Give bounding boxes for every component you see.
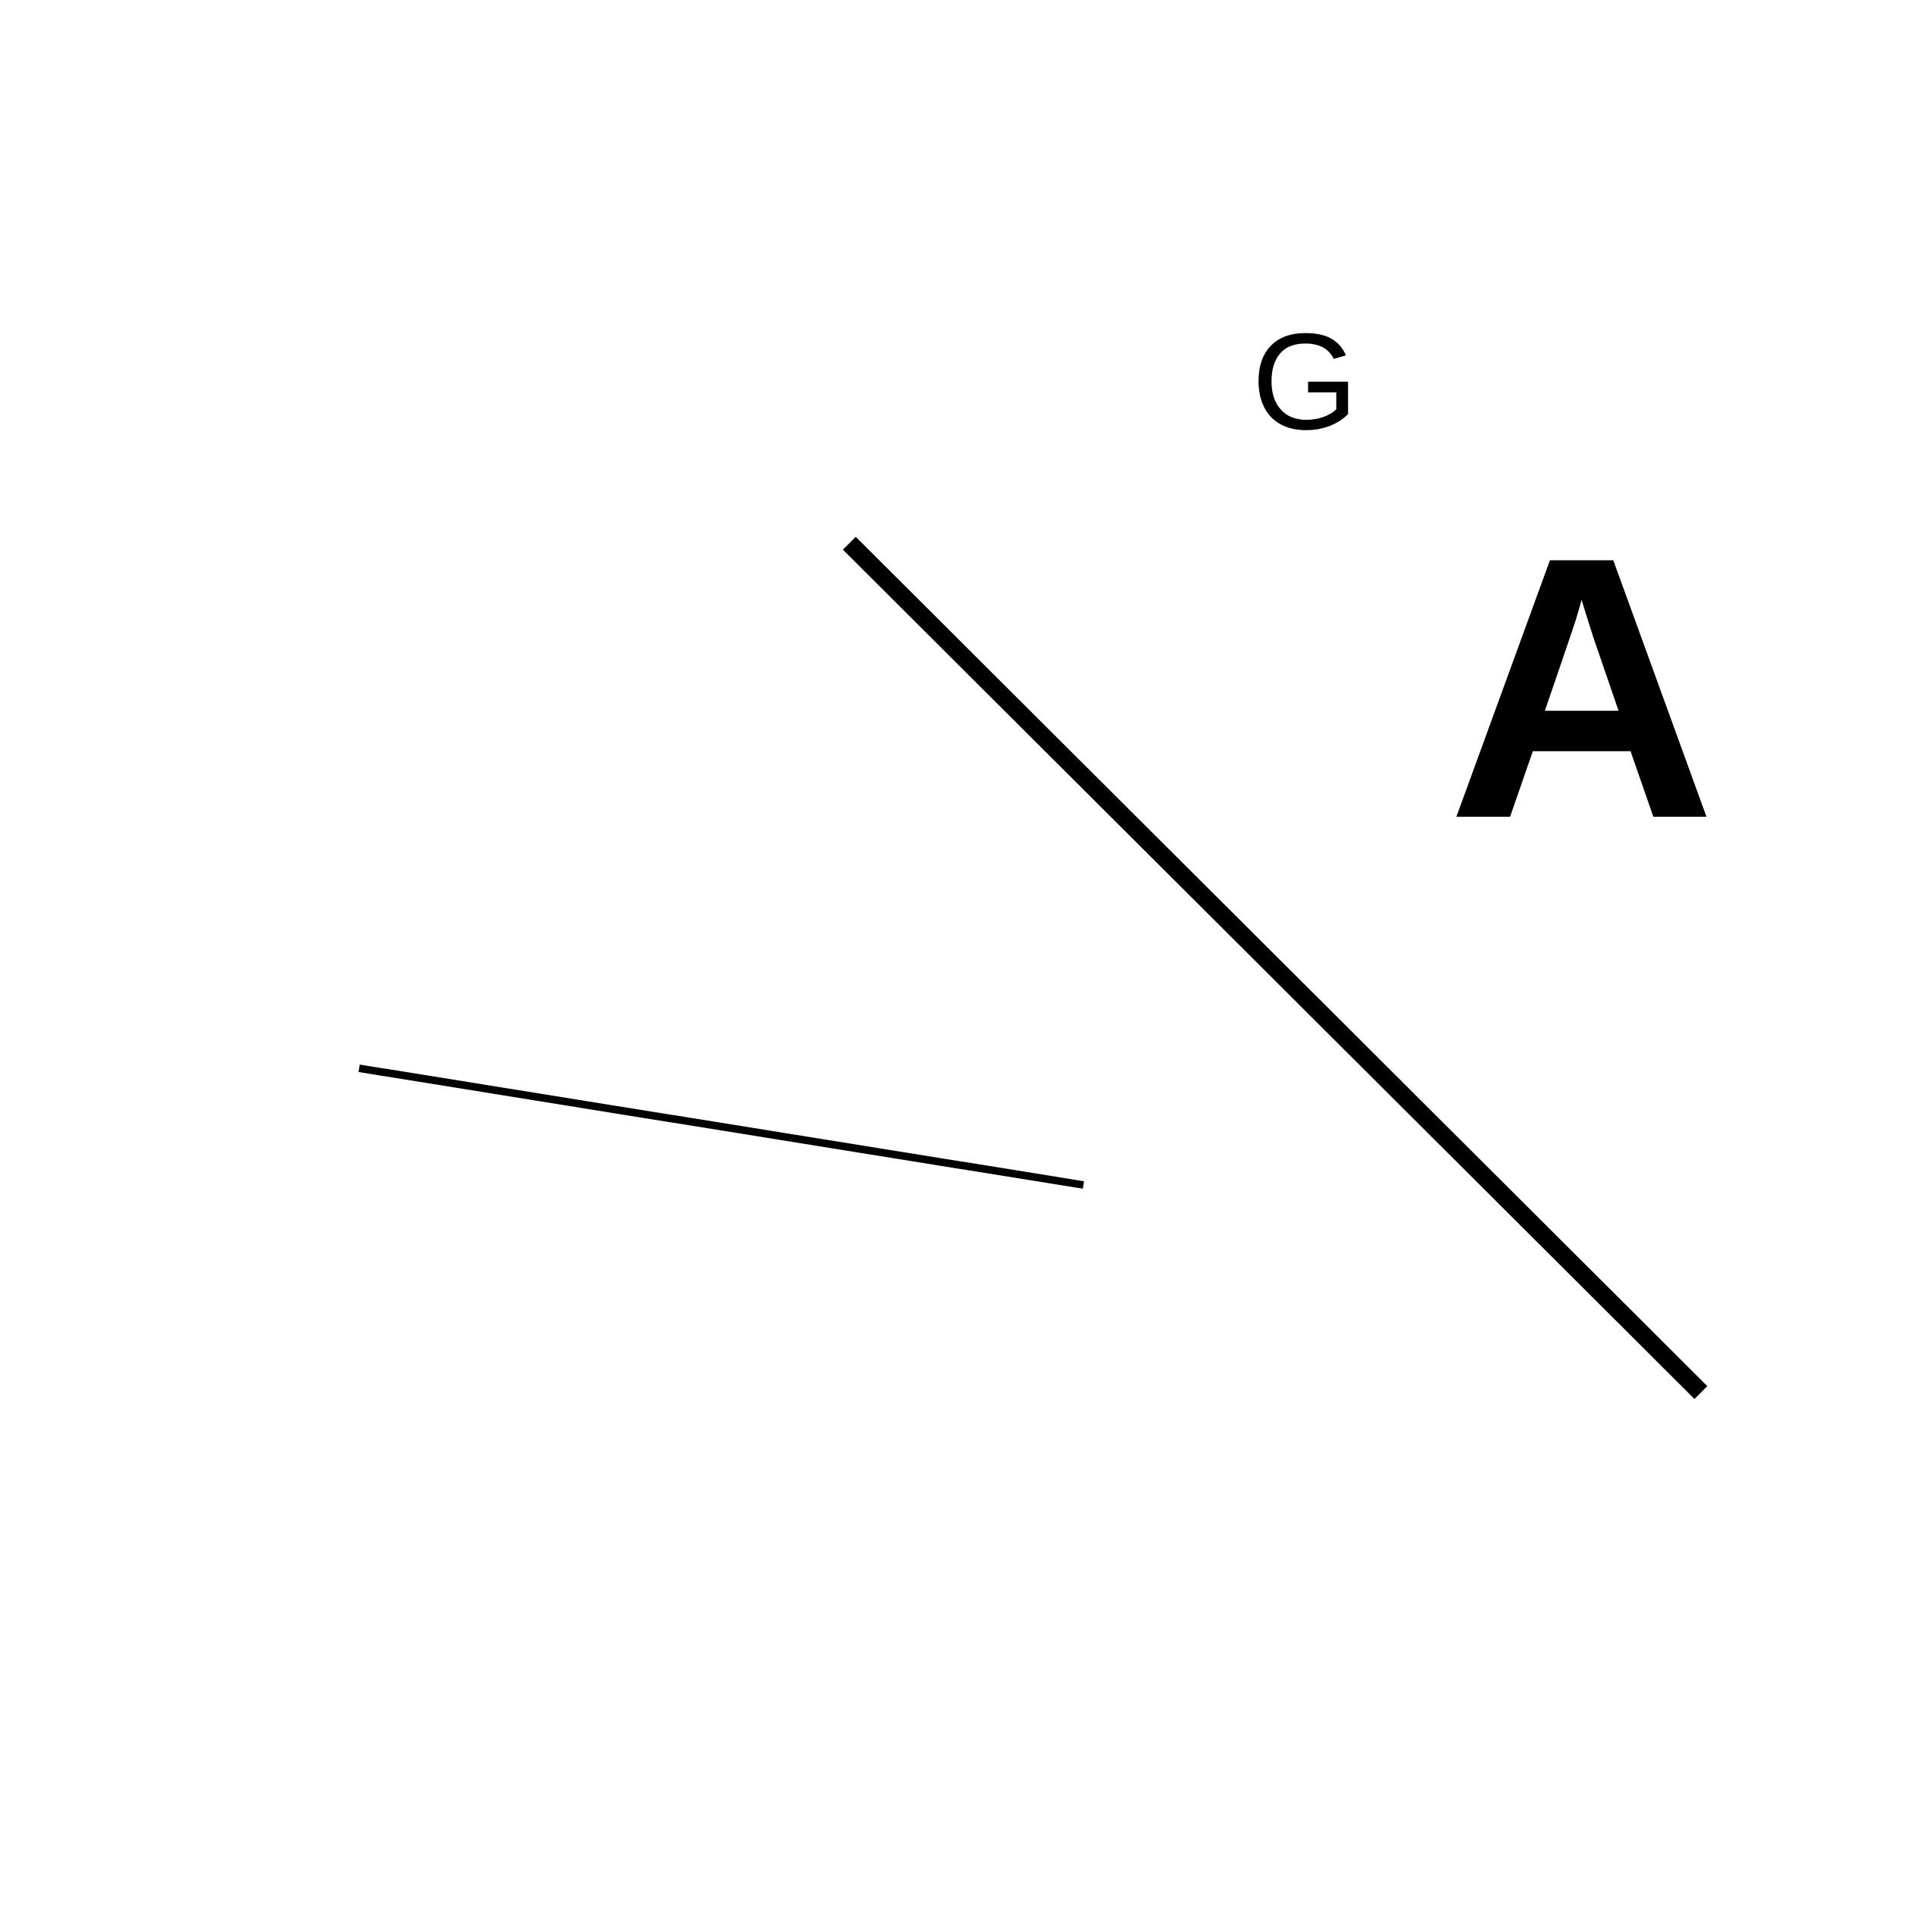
thick-diagonal-line [843,536,1708,1399]
thin-line [358,1064,1084,1189]
label-a: A [1447,480,1716,896]
label-g: G [1252,305,1358,458]
